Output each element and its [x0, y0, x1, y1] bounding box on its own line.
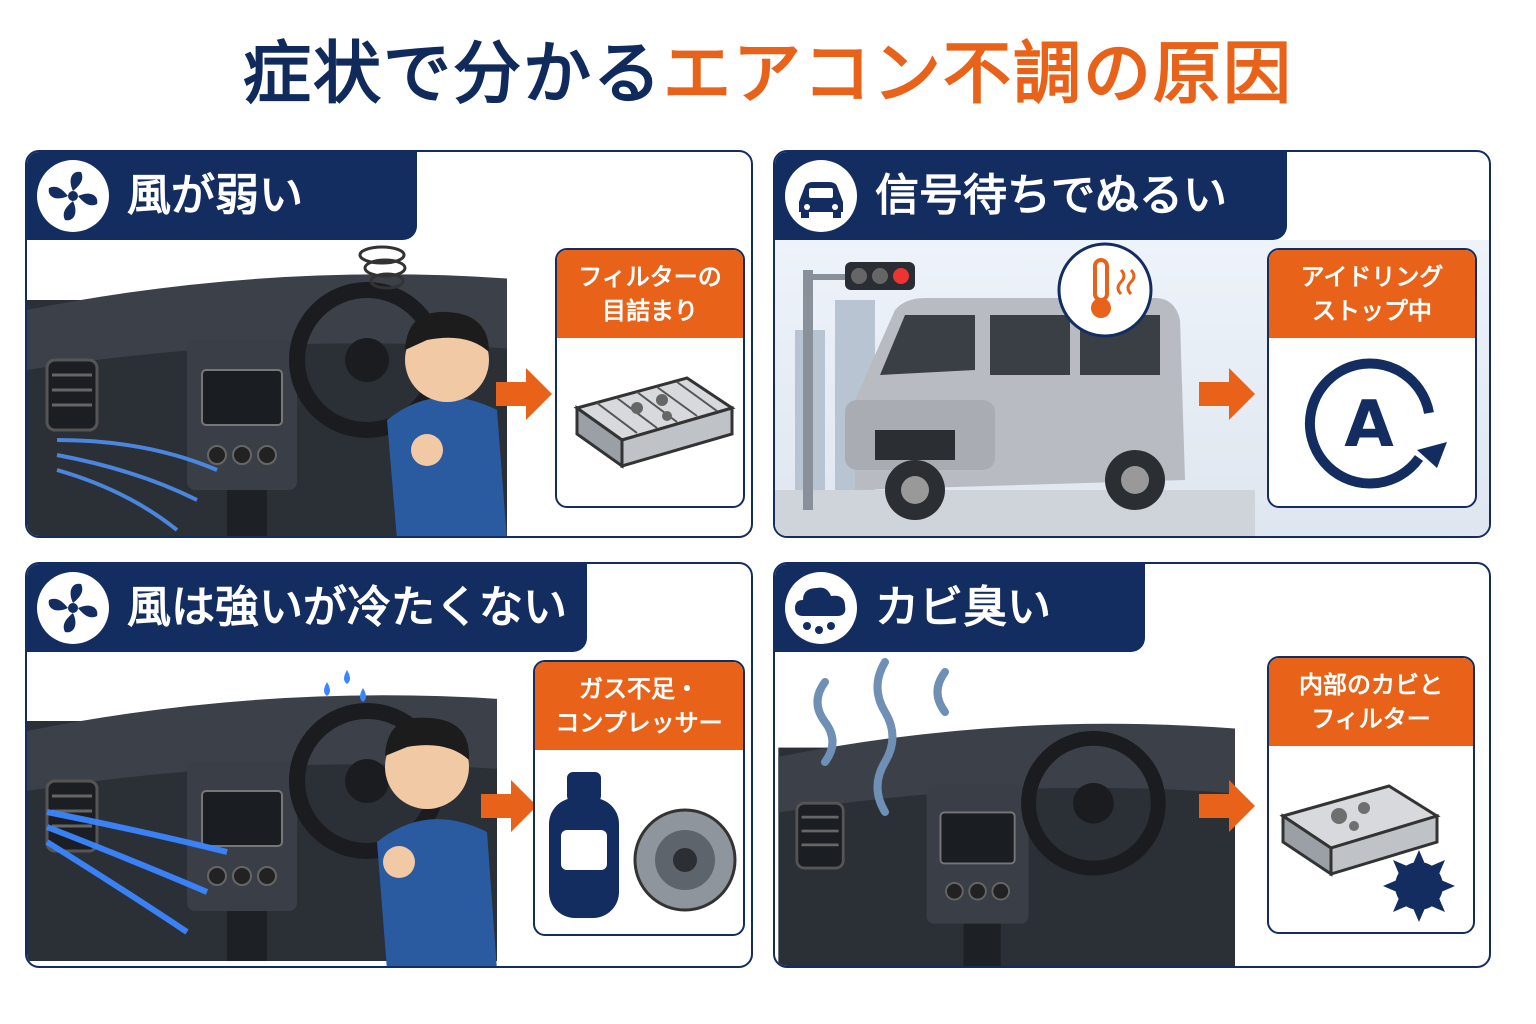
panel-heading: カビ臭い	[875, 582, 1051, 633]
cause-card: アイドリング ストップ中 A	[1267, 248, 1477, 508]
moldy-filter-icon	[1279, 784, 1455, 922]
person	[377, 717, 497, 966]
panel-heading: 風が弱い	[127, 170, 303, 221]
arrow-right-icon	[481, 780, 537, 832]
kei-car	[845, 298, 1185, 520]
gas-cylinder-and-compressor-icon	[549, 772, 737, 918]
panel-heading: 風は強いが冷たくない	[127, 582, 567, 633]
arrow-right-icon	[496, 368, 552, 420]
panel-weak-airflow: 風が弱い フィルターの 目詰まり	[25, 150, 753, 538]
confusion-scribble	[358, 245, 407, 290]
mold-cloud-icon	[785, 572, 857, 644]
panel-heading: 信号待ちでぬるい	[875, 170, 1227, 221]
sweat-drops	[324, 670, 366, 702]
thermometer-bubble	[1057, 242, 1153, 338]
panel-header: カビ臭い	[775, 564, 1145, 652]
cause-label: アイドリング ストップ中	[1269, 250, 1475, 338]
cause-label: ガス不足・ コンプレッサー	[535, 662, 743, 750]
panel-moldy-smell: カビ臭い 内部のカビと フィルター	[773, 562, 1491, 968]
dashboard-scene	[775, 652, 1489, 966]
fan-icon	[37, 160, 109, 232]
cause-label: フィルターの 目詰まり	[557, 250, 743, 338]
cause-card: フィルターの 目詰まり	[555, 248, 745, 508]
fan-icon	[37, 572, 109, 644]
cause-card: 内部のカビと フィルター	[1267, 656, 1475, 934]
dashboard-scene	[27, 652, 751, 966]
panel-header: 風は強いが冷たくない	[27, 564, 587, 652]
cause-label: 内部のカビと フィルター	[1269, 658, 1473, 746]
arrow-right-icon	[1199, 368, 1255, 420]
title-part2: エアコン不調の原因	[663, 35, 1294, 114]
panel-header: 信号待ちでぬるい	[775, 152, 1287, 240]
person	[387, 311, 507, 536]
cause-card: ガス不足・ コンプレッサー	[533, 660, 745, 936]
title-part1: 症状で分かる	[242, 35, 663, 114]
panel-strong-but-not-cold: 風は強いが冷たくない ガス不足・ コンプレッサー	[25, 562, 753, 968]
car-icon	[785, 160, 857, 232]
svg-text:A: A	[1344, 388, 1394, 462]
panel-header: 風が弱い	[27, 152, 417, 240]
cabin-filter-icon	[573, 376, 736, 469]
auto-stop-icon: A	[1304, 358, 1447, 489]
panel-lukewarm-at-signal: 信号待ちでぬるい	[773, 150, 1491, 538]
odor-lines	[813, 658, 949, 816]
dashboard-scene	[27, 240, 751, 536]
page-title: 症状で分かるエアコン不調の原因	[0, 30, 1536, 120]
arrow-right-icon	[1199, 780, 1255, 832]
mold-spore	[1383, 850, 1455, 922]
